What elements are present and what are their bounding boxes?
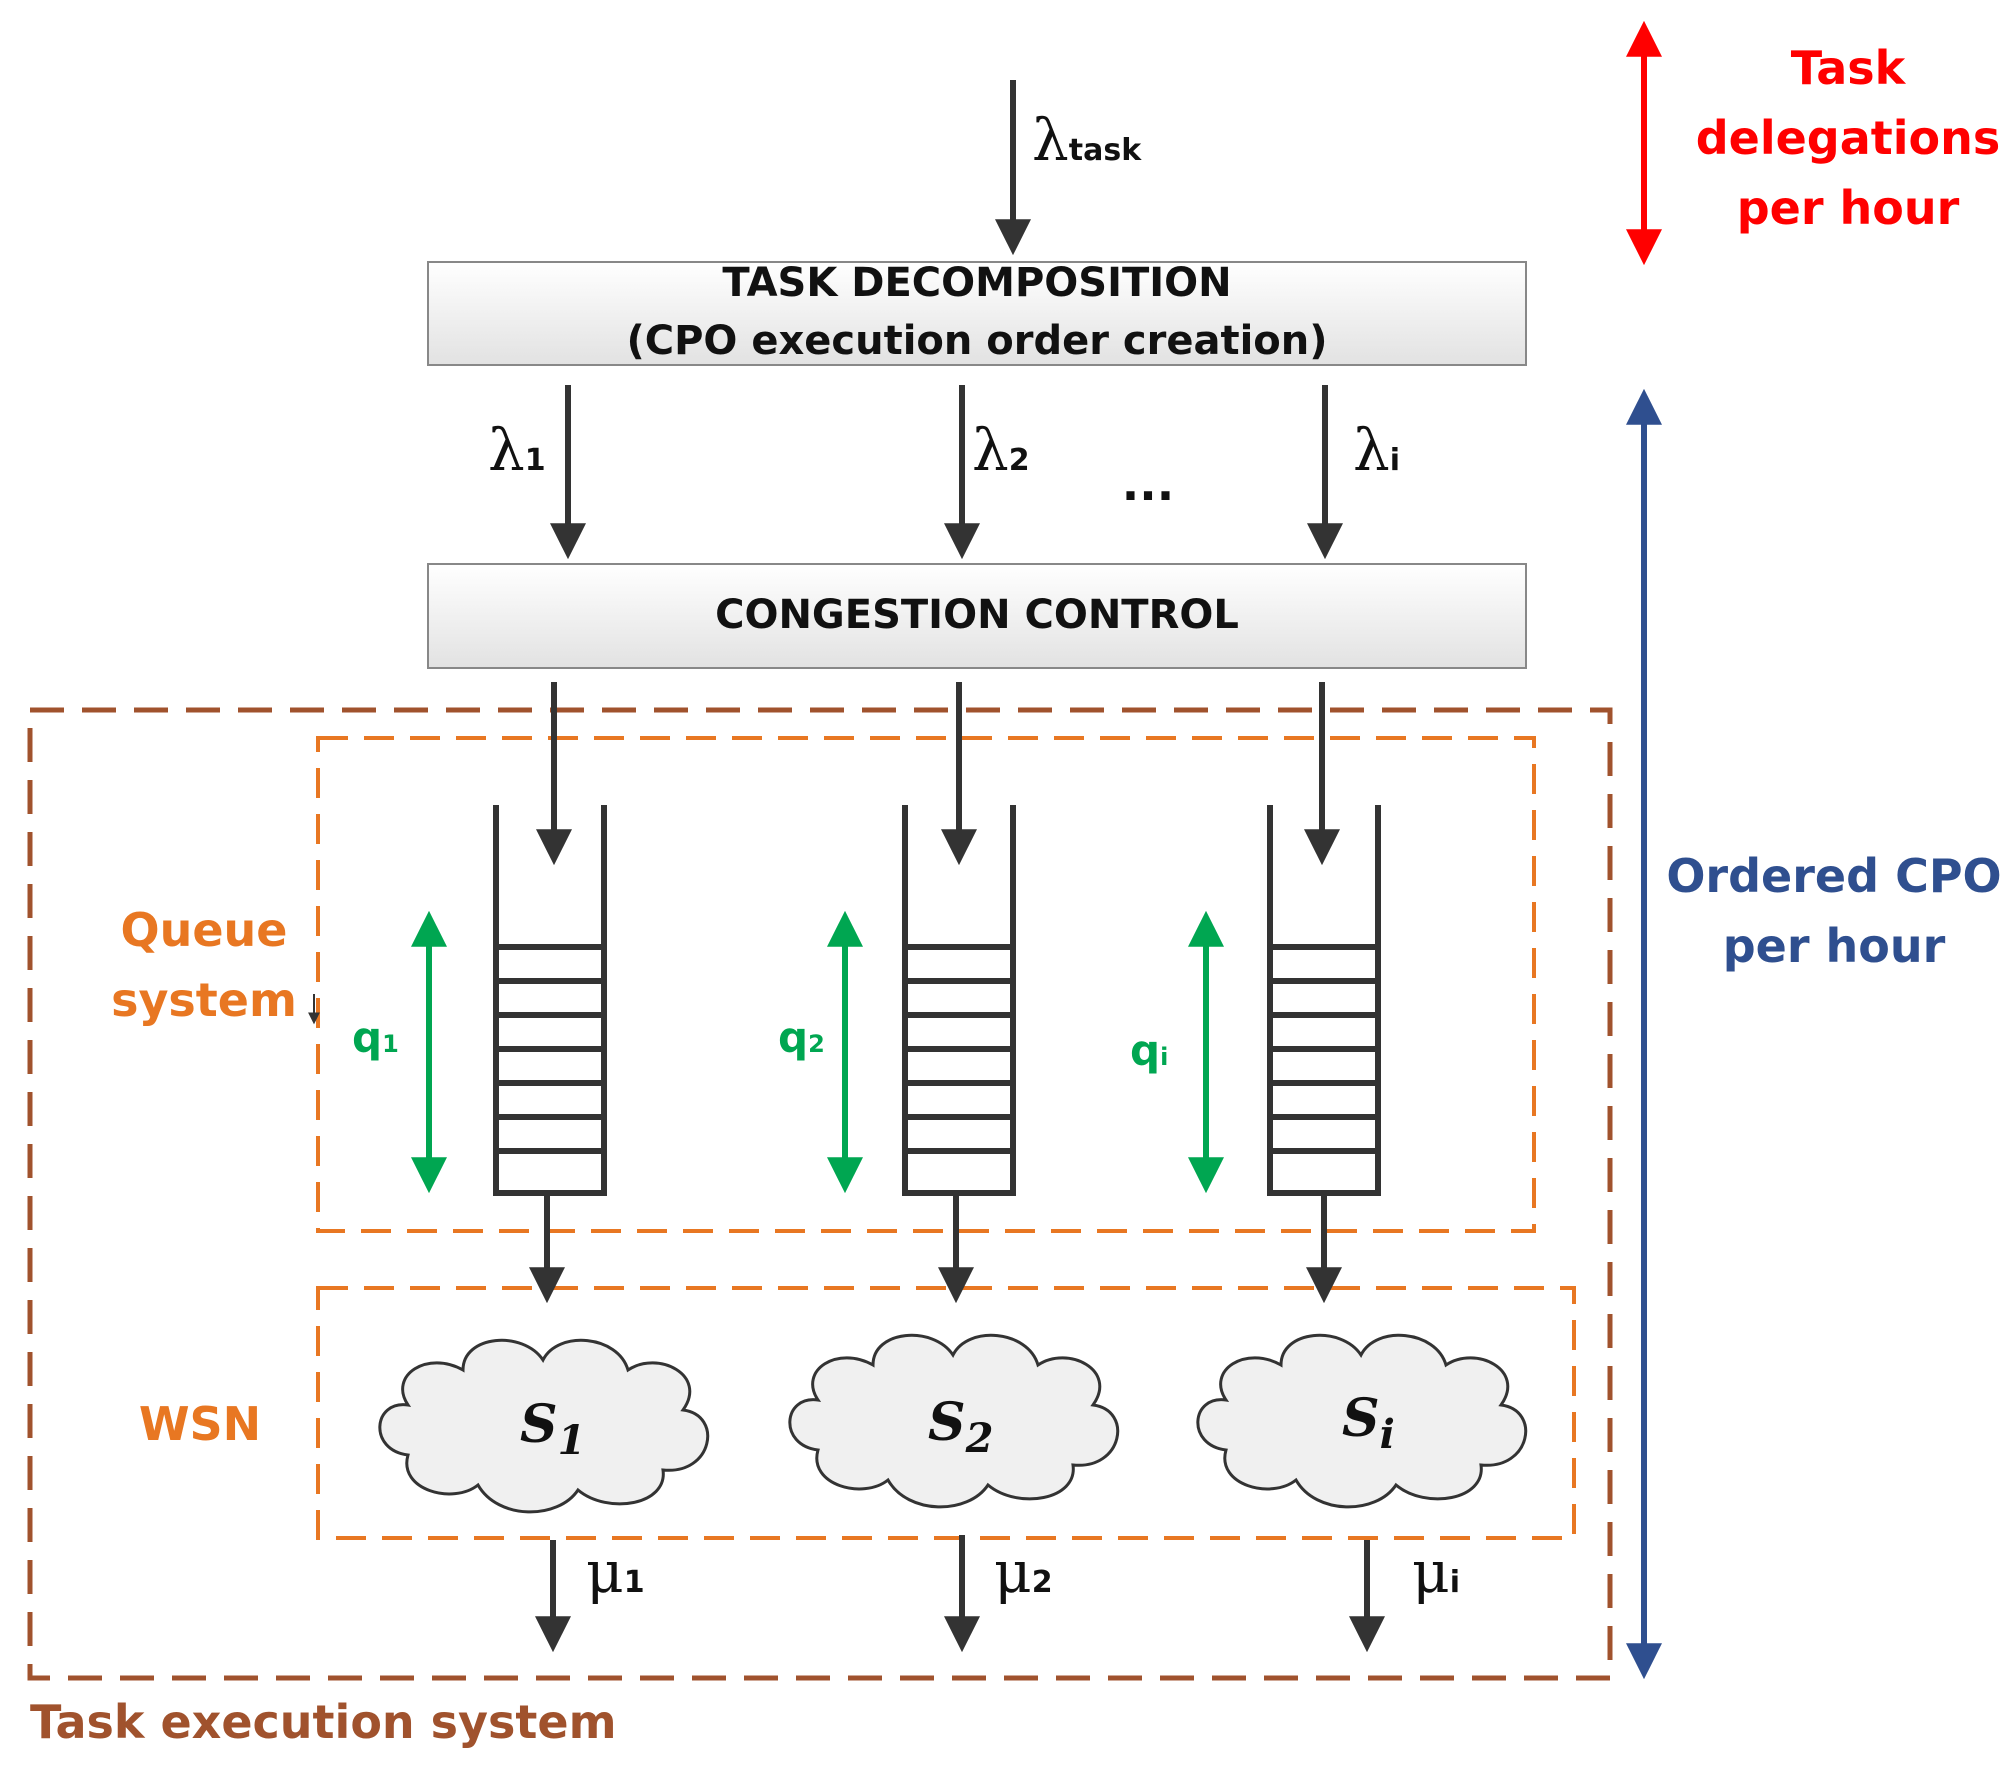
q-2-label: q2 [778,1013,825,1062]
task-decomposition-title: TASK DECOMPOSITION [722,260,1231,306]
queue-system-label-line2: system [111,973,297,1027]
queue-i [1267,805,1381,1196]
queue-system-boundary [316,736,1536,1233]
ordered-cpo-line1: Ordered CPO [1666,849,2001,903]
lambda-i-label: λi [1353,416,1400,484]
queue-2 [902,805,1016,1196]
ellipsis: ... [1122,457,1174,511]
mu-i-label: μi [1412,1538,1460,1606]
task-delegations-line3: per hour [1737,181,1960,235]
task-execution-system-boundary [27,707,1613,1681]
queue-1 [493,805,607,1196]
sensor-i-label: Si [1342,1388,1395,1458]
sensor-2-label: S2 [928,1392,993,1462]
wsn-label: WSN [139,1397,261,1451]
congestion-control-label: CONGESTION CONTROL [715,592,1239,638]
task-decomposition-box [427,261,1527,366]
task-delegations-line1: Task [1791,41,1907,95]
sensor-cloud-2 [788,1333,1120,1509]
lambda-2-label: λ2 [972,416,1030,484]
queue-system-label-line1: Queue [121,903,288,957]
q-1-label: q1 [352,1013,399,1062]
mu-1-label: μ1 [586,1538,645,1606]
mu-2-label: μ2 [994,1538,1053,1606]
task-decomposition-subtitle: (CPO execution order creation) [626,318,1327,364]
task-delegations-line2: delegations [1696,111,2001,165]
task-execution-system-label: Task execution system [30,1695,617,1749]
sensor-cloud-1 [378,1338,710,1514]
congestion-control-box [427,563,1527,669]
input-lambda: λtask [1032,106,1142,174]
lambda-1-label: λ1 [488,416,546,484]
ordered-cpo-line2: per hour [1723,919,1946,973]
sensor-1-label: S1 [520,1394,585,1464]
sensor-cloud-i [1196,1333,1528,1509]
q-i-label: qi [1130,1026,1168,1075]
